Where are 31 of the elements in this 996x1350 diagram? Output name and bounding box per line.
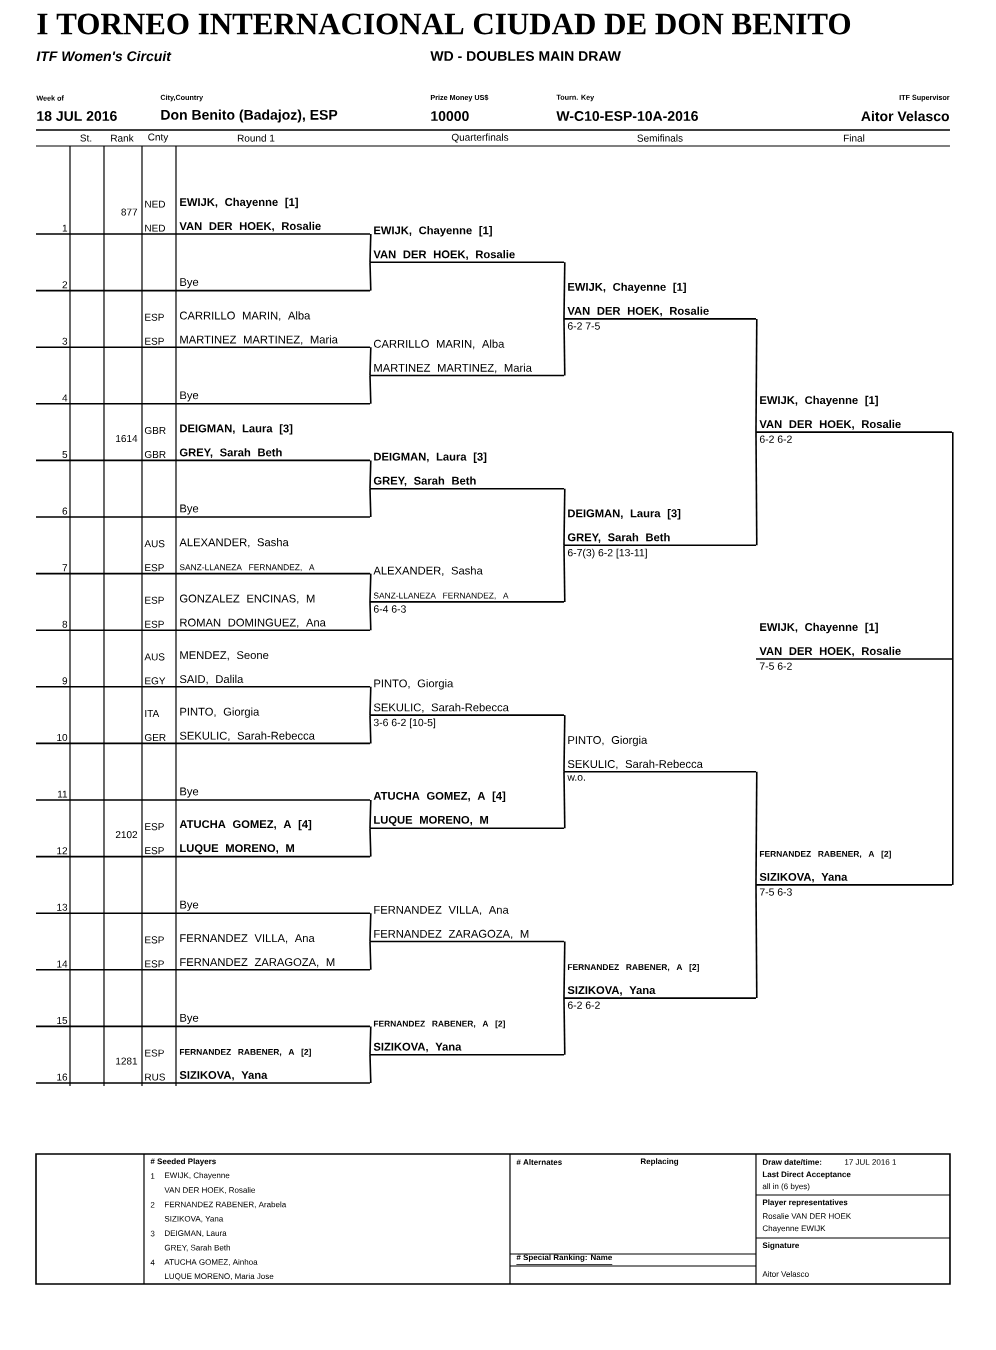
bracket-line	[563, 997, 566, 1056]
bracket-line	[369, 1053, 372, 1084]
bracket-line	[563, 261, 566, 320]
title: I TORNEO INTERNACIONAL CIUDAD DE DON BENITO	[37, 13, 851, 35]
bracket-line	[369, 261, 372, 292]
bracket-line	[755, 770, 758, 886]
bracket-line	[369, 686, 372, 716]
bracket-line	[563, 714, 566, 773]
bracket-line	[369, 374, 372, 405]
bracket-line	[369, 601, 372, 631]
bracket-line	[755, 431, 758, 547]
bracket-line	[369, 459, 372, 490]
bracket-line	[369, 912, 372, 943]
bracket-line	[563, 487, 566, 547]
bracket-line	[563, 770, 566, 830]
bracket-line	[563, 544, 566, 603]
bracket-line	[369, 1025, 372, 1056]
bracket-line	[563, 318, 566, 377]
bracket-line	[563, 940, 566, 999]
bracket-line	[369, 233, 372, 264]
bracket-line	[369, 346, 372, 377]
bracket-line	[369, 827, 372, 858]
bracket-line	[952, 431, 954, 660]
bracket-line	[369, 799, 372, 830]
bracket-line	[952, 658, 954, 886]
bracket-line	[369, 572, 372, 603]
bracket-line	[755, 884, 758, 999]
bracket-line	[369, 940, 372, 971]
bracket-line	[369, 714, 372, 745]
bracket-line	[755, 318, 758, 433]
bracket-line	[369, 487, 372, 518]
